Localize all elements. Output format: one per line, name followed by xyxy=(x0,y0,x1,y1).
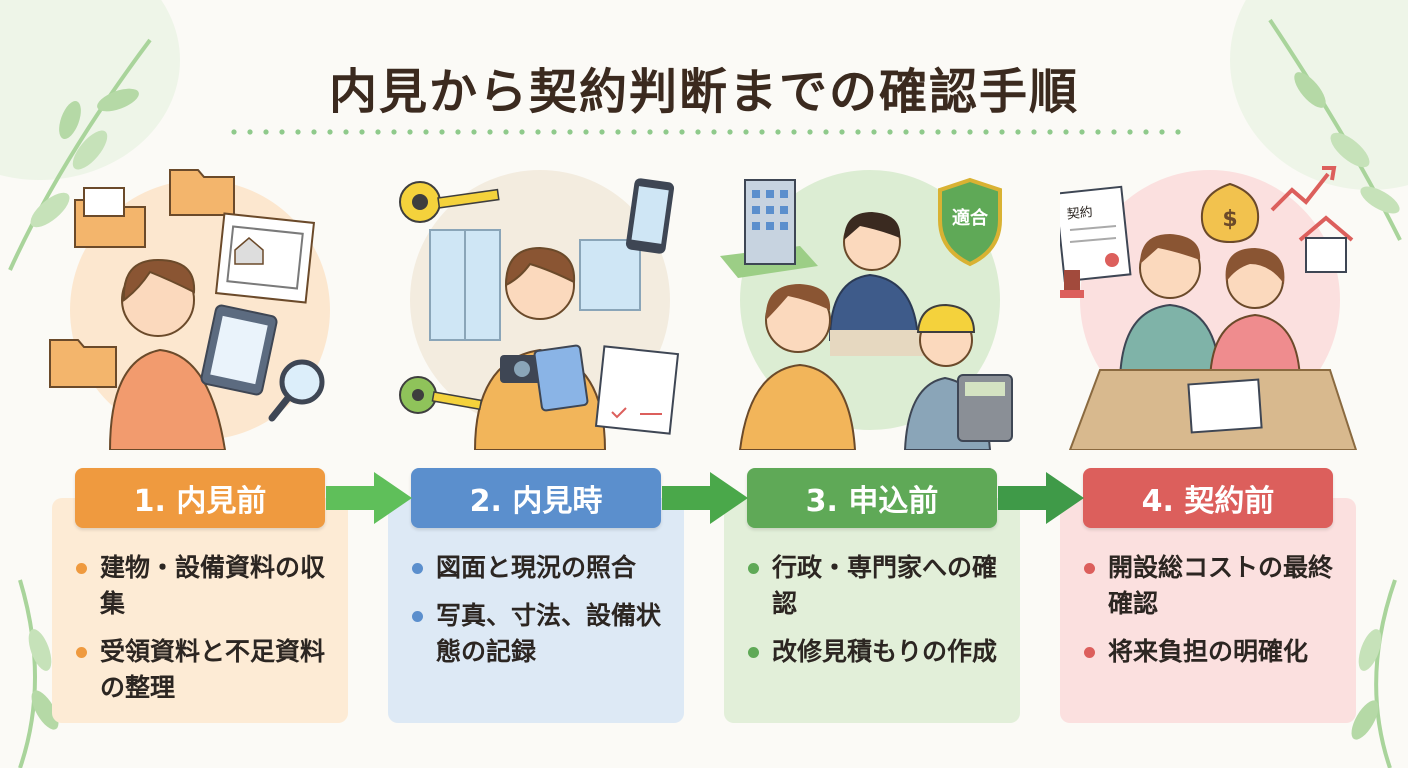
money-bag-icon: $ xyxy=(1200,182,1260,244)
step-4-header: 4. 契約前 xyxy=(1083,468,1333,528)
svg-text:$: $ xyxy=(1222,207,1237,232)
bullet-dot xyxy=(76,647,87,658)
illustration-step-1 xyxy=(49,169,330,450)
tape-measure-icon xyxy=(399,181,500,223)
shield-icon: 適合 xyxy=(938,177,1002,267)
step-4-item: 開設総コストの最終確認 xyxy=(1082,550,1340,622)
leaf-decoration-bottom-right xyxy=(1351,579,1397,768)
step-1-item: 受領資料と不足資料の整理 xyxy=(74,634,332,706)
trend-arrow-icon xyxy=(1270,166,1337,212)
contract-label: 契約 xyxy=(1066,205,1093,223)
smartphone-icon xyxy=(625,178,675,254)
folder-icon xyxy=(49,339,117,388)
person-icon xyxy=(108,258,227,450)
floorplan-checklist-icon xyxy=(594,345,680,435)
bullet-dot xyxy=(412,611,423,622)
calculator-icon xyxy=(957,374,1013,442)
bullet-dot xyxy=(748,563,759,574)
step-1-panel: 建物・設備資料の収集 受領資料と不足資料の整理 xyxy=(52,498,348,723)
step-1-header: 1. 内見前 xyxy=(75,468,325,528)
camera-icon xyxy=(500,355,544,383)
official-person-icon xyxy=(828,212,920,341)
step-3-header: 3. 申込前 xyxy=(747,468,997,528)
building-icon xyxy=(720,179,818,278)
illustration-step-3: 適合 xyxy=(720,170,1013,450)
tablet-icon xyxy=(200,304,278,396)
step-3-item: 行政・専門家への確認 xyxy=(746,550,1004,622)
step-2-header: 2. 内見時 xyxy=(411,468,661,528)
clipboard-icon xyxy=(533,344,589,412)
flow-arrow-icon xyxy=(998,472,1084,524)
title-dotted-divider xyxy=(226,128,1186,136)
step-2-item: 図面と現況の照合 xyxy=(410,550,668,586)
step-4-item: 将来負担の明確化 xyxy=(1082,634,1340,670)
step-3-panel: 行政・専門家への確認 改修見積もりの作成 xyxy=(724,498,1020,723)
contract-document-icon: 契約 xyxy=(1060,185,1132,283)
step-2-panel: 図面と現況の照合 写真、寸法、設備状態の記録 xyxy=(388,498,684,723)
leaf-decoration-top-right xyxy=(1230,0,1408,241)
stamp-icon xyxy=(1060,270,1084,298)
tape-measure-icon xyxy=(399,376,483,414)
bullet-dot xyxy=(748,647,759,658)
step-1-item: 建物・設備資料の収集 xyxy=(74,550,332,622)
step-2-item: 写真、寸法、設備状態の記録 xyxy=(410,598,668,670)
bullet-dot xyxy=(1084,563,1095,574)
client-person-icon xyxy=(738,284,857,450)
illustration-step-4: 契約 $ xyxy=(1060,166,1358,450)
bullet-dot xyxy=(1084,647,1095,658)
illustration-step-2 xyxy=(399,170,680,450)
folder-icon xyxy=(74,187,146,248)
flow-arrow-icon xyxy=(662,472,748,524)
floorplan-sheet-icon xyxy=(214,212,316,304)
step-4-panel: 開設総コストの最終確認 将来負担の明確化 xyxy=(1060,498,1356,723)
step-3-item: 改修見積もりの作成 xyxy=(746,634,1004,670)
badge-text: 適合 xyxy=(952,207,989,229)
bullet-dot xyxy=(76,563,87,574)
folder-icon xyxy=(169,169,235,216)
bullet-dot xyxy=(412,563,423,574)
house-icon xyxy=(1298,215,1354,273)
flow-arrow-icon xyxy=(326,472,412,524)
page-title: 内見から契約判断までの確認手順 xyxy=(328,64,1079,120)
couple-icon xyxy=(1118,234,1302,381)
leaf-decoration-bottom-left xyxy=(18,579,59,768)
magnifier-icon xyxy=(268,359,325,422)
leaf-decoration-top-left xyxy=(0,0,180,271)
